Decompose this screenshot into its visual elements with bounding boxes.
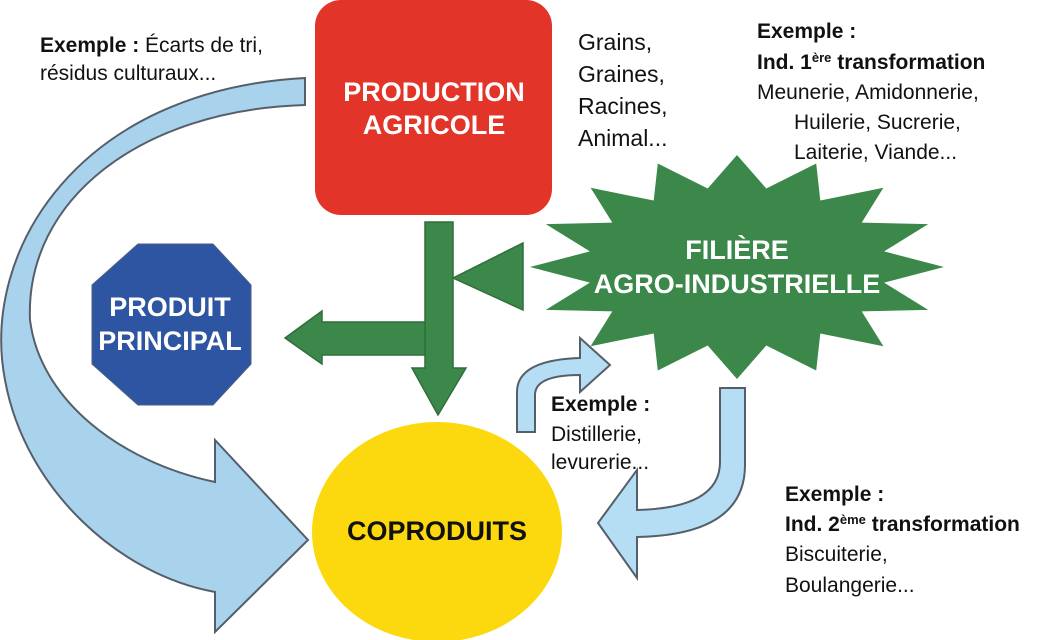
first-example-line3: Laiterie, Viande... — [794, 141, 957, 164]
distill-example-line1: Distillerie, — [551, 423, 642, 446]
distillerie-arrow — [516, 335, 612, 433]
coproduits-circle — [312, 422, 562, 640]
filiere-starburst — [530, 155, 944, 379]
coproduits-label: COPRODUITS — [347, 516, 527, 546]
raw-item-1: Grains, — [578, 29, 652, 55]
production-label-1: PRODUCTION — [343, 77, 525, 107]
second-example-line1: Biscuiterie, — [785, 543, 888, 566]
second-example-line2: Boulangerie... — [785, 574, 915, 597]
distill-example-label: Exemple : — [551, 393, 650, 416]
first-example-line2: Huilerie, Sucrerie, — [794, 111, 961, 134]
production-label-2: AGRICOLE — [363, 110, 506, 140]
second-transformation-title: Ind. 2ème transformation — [785, 512, 1020, 537]
produit-label-2: PRINCIPAL — [98, 326, 242, 356]
first-example-line1: Meunerie, Amidonnerie, — [757, 81, 979, 104]
residues-annotation-line2: résidus culturaux... — [40, 62, 216, 85]
residues-curved-arrow — [0, 76, 310, 635]
second-example-label: Exemple : — [785, 483, 884, 506]
raw-item-2: Graines, — [578, 61, 665, 87]
distill-example-line2: levurerie... — [551, 451, 649, 474]
green-triangle-from-filiere — [451, 241, 524, 312]
first-transformation-title: Ind. 1ère transformation — [757, 50, 985, 75]
produit-principal-octagon — [91, 243, 252, 406]
produit-label-1: PRODUIT — [109, 292, 231, 322]
raw-item-4: Animal... — [578, 125, 667, 151]
raw-item-3: Racines, — [578, 93, 667, 119]
production-agricole-box — [315, 0, 552, 215]
filiere-label-2: AGRO-INDUSTRIELLE — [594, 269, 881, 299]
second-transformation-arrow — [596, 387, 746, 582]
green-left-arrow — [283, 309, 426, 366]
first-example-label: Exemple : — [757, 20, 856, 43]
green-down-arrow — [410, 221, 468, 417]
residues-annotation-line1: Exemple : Écarts de tri, — [40, 34, 263, 57]
filiere-label-1: FILIÈRE — [685, 234, 789, 265]
